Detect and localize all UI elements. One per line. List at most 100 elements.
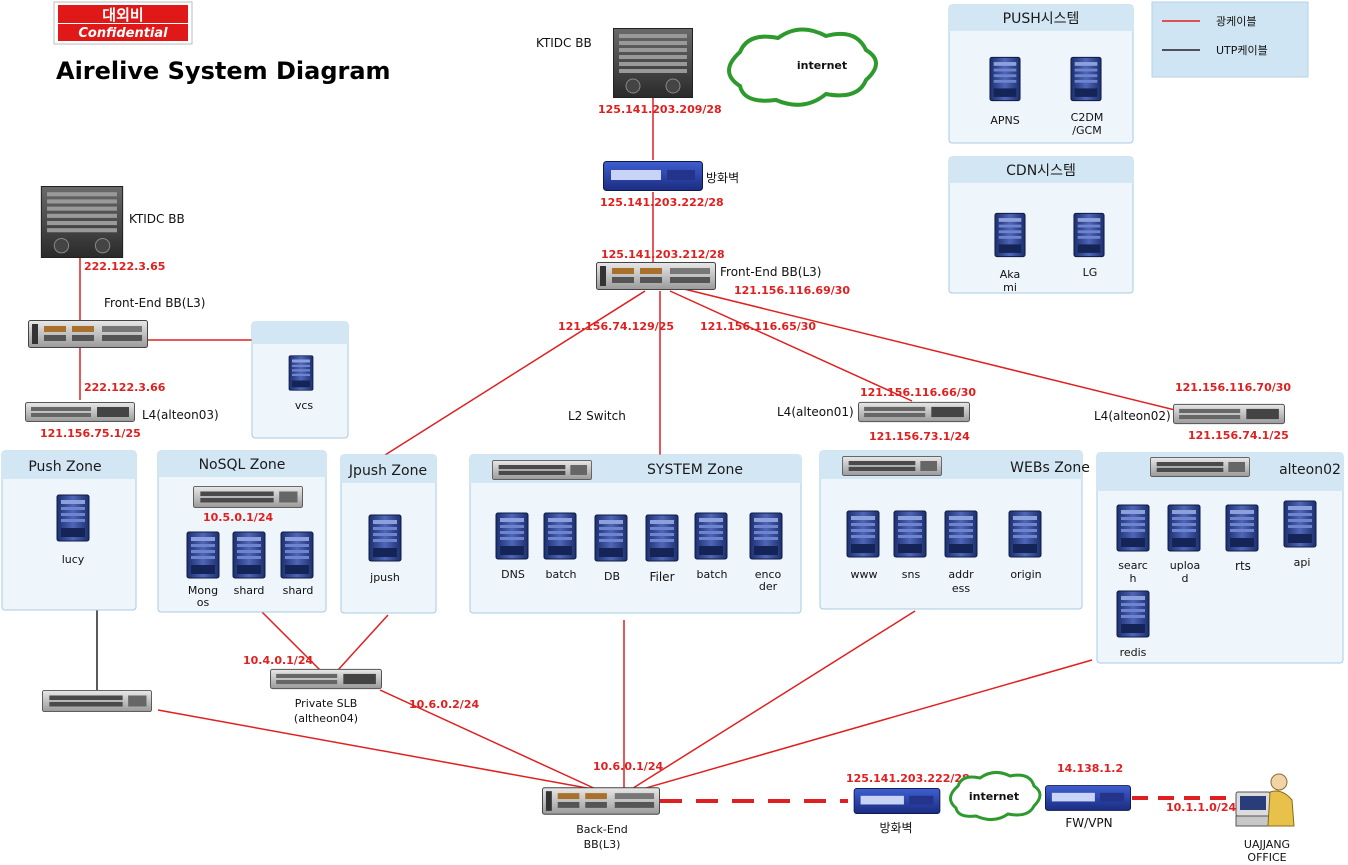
- push-system-title: PUSH시스템: [1003, 11, 1080, 27]
- internet-cloud-bottom: internet: [949, 771, 1042, 821]
- upload-label-2: d: [1182, 572, 1189, 585]
- alteon02-zone-title: alteon02: [1279, 462, 1341, 478]
- vcs-server-icon: [288, 355, 314, 391]
- link-frontend-alteon01: [669, 290, 913, 402]
- link-nosql-slb: [261, 611, 321, 671]
- www-label: www: [851, 568, 878, 581]
- alteon03-label: L4(alteon03): [142, 408, 219, 422]
- confidential-badge: 대외비 Confidential: [53, 1, 193, 45]
- ktidc-left-rack-icon: [40, 186, 124, 258]
- lucy-label: lucy: [62, 553, 85, 566]
- alteon02-label: L4(alteon02): [1094, 409, 1171, 423]
- lg-label: LG: [1083, 266, 1098, 279]
- legend-utp-label: UTP케이블: [1216, 44, 1268, 57]
- upload-server-icon: [1167, 504, 1201, 552]
- connection-lines: [79, 96, 1232, 803]
- alteon02-zone: alteon02 searc h uploa d rts api redis: [1096, 452, 1344, 664]
- fw-vpn-label: FW/VPN: [1065, 816, 1112, 830]
- front-end-right-top-ip: 125.141.203.212/28: [601, 248, 725, 261]
- search-label-2: h: [1130, 572, 1137, 585]
- link-webs-ip: 121.156.116.65/30: [700, 320, 816, 333]
- alteon02-top-ip: 121.156.116.70/30: [1175, 381, 1291, 394]
- redis-label: redis: [1120, 646, 1147, 659]
- ktidc-top-rack-icon: [613, 28, 693, 98]
- back-end-label-1: Back-End: [576, 823, 628, 836]
- firewall-bottom-label: 방화벽: [879, 821, 912, 835]
- office-label-1: UAJJANG: [1244, 838, 1290, 851]
- legend: 광케이블 UTP케이블: [1151, 1, 1309, 78]
- search-server-icon: [1116, 504, 1150, 552]
- office-ip: 10.1.1.0/24: [1166, 801, 1236, 814]
- office-user-icon: [1235, 773, 1295, 827]
- webs-switch-icon: [841, 456, 943, 476]
- batch1-label: batch: [545, 568, 576, 581]
- rts-label: rts: [1235, 559, 1251, 573]
- internet-bottom-label: internet: [969, 790, 1019, 803]
- mongos-label-2: os: [197, 596, 210, 609]
- shard1-label: shard: [234, 584, 265, 597]
- origin-label: origin: [1010, 568, 1041, 581]
- api-server-icon: [1283, 500, 1317, 548]
- ktidc-top-label: KTIDC BB: [536, 36, 592, 50]
- rts-server-icon: [1225, 504, 1259, 552]
- front-end-right-router-icon: [596, 262, 716, 290]
- alteon02-switch-icon: [1149, 457, 1251, 477]
- alteon01-label: L4(alteon01): [777, 405, 854, 419]
- alteon01-l4-icon: [858, 401, 970, 423]
- vcs-zone: vcs: [251, 321, 349, 439]
- lg-server-icon: [1073, 212, 1105, 258]
- private-slb-label-1: Private SLB: [295, 697, 358, 710]
- batch1-server-icon: [543, 512, 577, 560]
- alteon03-top-ip: 222.122.3.66: [84, 381, 166, 394]
- back-end-ip: 10.6.0.1/24: [593, 760, 663, 773]
- sns-server-icon: [893, 510, 927, 558]
- alteon01-bottom-ip: 121.156.73.1/24: [869, 430, 970, 443]
- apns-server-icon: [989, 56, 1021, 102]
- redis-server-icon: [1116, 590, 1150, 638]
- api-label: api: [1294, 556, 1311, 569]
- nosql-switch-icon: [192, 486, 304, 508]
- diagram-title: Airelive System Diagram: [56, 57, 391, 85]
- apns-label: APNS: [990, 114, 1019, 127]
- cdn-system-zone: CDN시스템 Aka mi LG: [948, 156, 1134, 294]
- link-alteon02-backend: [631, 659, 1093, 793]
- akamai-label-2: mi: [1003, 281, 1017, 294]
- c2dm-label: C2DM: [1071, 111, 1104, 124]
- vcs-label: vcs: [295, 399, 314, 412]
- cdn-system-title: CDN시스템: [1006, 163, 1076, 179]
- filer-label: Filer: [649, 570, 674, 584]
- system-zone: SYSTEM Zone DNS batch DB Filer batch enc…: [469, 454, 802, 614]
- alteon02-bottom-ip: 121.156.74.1/25: [1188, 429, 1289, 442]
- db-label: DB: [604, 570, 620, 583]
- firewall-top-icon: [603, 161, 703, 191]
- db-server-icon: [594, 514, 628, 562]
- nosql-switch-ip: 10.5.0.1/24: [203, 511, 273, 524]
- firewall-bottom-icon: [853, 788, 941, 814]
- link-frontend-jpush: [384, 290, 646, 456]
- push-system-zone: PUSH시스템 APNS C2DM /GCM: [948, 4, 1134, 144]
- gcm-label: /GCM: [1072, 124, 1101, 137]
- front-end-left-router-icon: [28, 320, 148, 348]
- dns-server-icon: [495, 512, 529, 560]
- slb-right-ip: 10.6.0.2/24: [409, 698, 479, 711]
- push-zone-title: Push Zone: [28, 459, 101, 475]
- link-webs-backend: [629, 610, 916, 791]
- back-end-router-icon: [542, 787, 660, 815]
- lucy-server-icon: [56, 494, 90, 542]
- shard1-server-icon: [232, 531, 266, 579]
- confidential-english: Confidential: [78, 26, 168, 41]
- push-zone: Push Zone lucy: [1, 450, 137, 611]
- encoder-server-icon: [749, 512, 783, 560]
- private-slb-label-2: (altheon04): [294, 712, 358, 725]
- internet-cloud-top: internet: [727, 27, 878, 107]
- jpush-label: jpush: [369, 571, 400, 584]
- address-server-icon: [944, 510, 978, 558]
- firewall-top-ip: 125.141.203.222/28: [600, 196, 724, 209]
- filer-server-icon: [645, 514, 679, 562]
- ktidc-top-ip: 125.141.203.209/28: [598, 103, 722, 116]
- jpush-zone-title: Jpush Zone: [348, 463, 427, 479]
- sns-label: sns: [902, 568, 921, 581]
- batch2-server-icon: [694, 512, 728, 560]
- front-end-right-label: Front-End BB(L3): [720, 265, 821, 279]
- private-slb-icon: [270, 668, 382, 690]
